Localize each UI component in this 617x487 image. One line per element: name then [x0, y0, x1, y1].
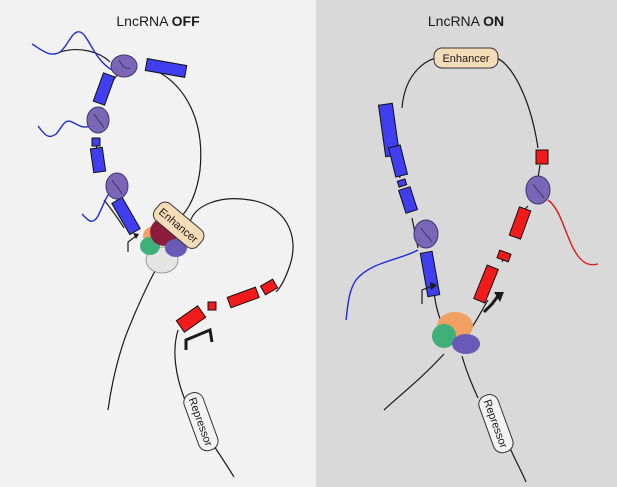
enhancer-element: Enhancer — [433, 47, 499, 69]
lncrna-exon — [396, 178, 408, 188]
left-panel: LncRNA OFF — [31, 13, 294, 478]
lncrna-exon — [144, 58, 188, 78]
lncrna-tss-arrow — [421, 285, 433, 304]
dna-strand — [59, 49, 202, 411]
repressor-exon — [226, 286, 260, 309]
dna-loop-to-repressor — [189, 198, 294, 293]
repressor-tss-arrow — [482, 295, 500, 314]
lncrna-exon — [111, 196, 141, 236]
ribosome — [105, 172, 129, 200]
repressor-transcript — [547, 199, 599, 266]
lncrna-exon — [387, 144, 409, 178]
arrow-head — [133, 233, 139, 239]
lncrna-transcript-1 — [31, 31, 113, 71]
right-panel-background — [316, 0, 617, 487]
transcription-complex — [432, 312, 480, 354]
repressor-exon — [535, 149, 549, 165]
repressor-exon — [207, 301, 217, 311]
repressor-exon — [175, 305, 207, 333]
lncrna-transcript — [345, 249, 419, 321]
right-panel-title: LncRNA ON — [428, 13, 504, 29]
lncrna-exon — [397, 186, 419, 214]
repressor-exon — [508, 206, 532, 240]
arrow-head — [430, 282, 437, 290]
repressor-exon — [496, 249, 512, 263]
repressor-blocked-arrow — [184, 327, 214, 350]
ribosome — [413, 219, 439, 249]
lncrna-exon — [89, 146, 107, 174]
repressor-exon — [473, 264, 499, 304]
transcription-complex — [140, 218, 187, 274]
ribosome — [86, 106, 110, 134]
enhancer-label: Enhancer — [442, 53, 489, 65]
arrow-head — [494, 292, 504, 302]
ribosome — [110, 54, 138, 78]
dna-strand-lower — [383, 353, 445, 411]
lncrna-exon — [91, 137, 101, 147]
lncrna-tss-arrow — [127, 235, 137, 252]
ribosome — [525, 175, 551, 205]
dna-strand-lower — [461, 355, 527, 483]
left-panel-title: LncRNA OFF — [116, 13, 200, 29]
repressor-exon — [259, 278, 279, 296]
lncrna-exon — [92, 72, 116, 106]
lncrna-transcript-3 — [81, 189, 113, 223]
lncrna-transcript-2 — [37, 120, 95, 138]
